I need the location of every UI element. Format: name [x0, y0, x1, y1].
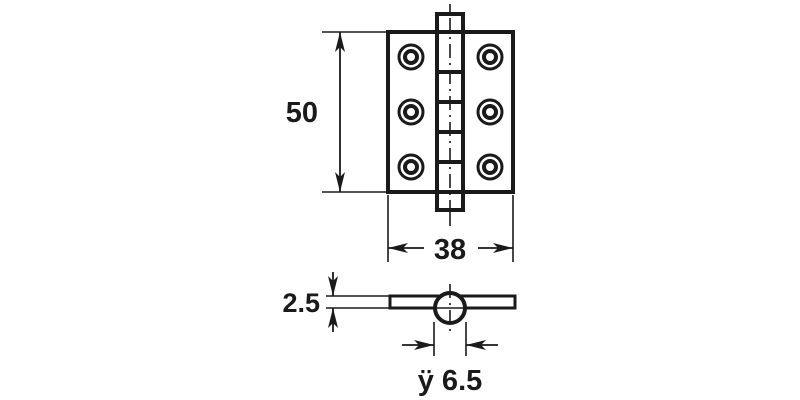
dimension-height: 50: [286, 31, 388, 193]
height-dimension-label: 50: [286, 97, 318, 129]
thickness-arrow-up: [328, 308, 338, 328]
width-label-backdrop: [424, 231, 478, 265]
width-arrow-left: [388, 243, 408, 253]
knuckle-diameter-label: ÿ 6.5: [418, 365, 483, 397]
height-arrow-up: [335, 32, 345, 52]
dimension-width: 38: [387, 195, 514, 266]
front-elevation-view: [386, 4, 515, 232]
dimension-thickness: 2.5: [282, 272, 400, 332]
screw-hole: [476, 43, 504, 71]
thickness-dimension-label: 2.5: [282, 288, 320, 318]
knuckle-column: [435, 12, 465, 212]
diameter-arrow-left: [414, 340, 434, 350]
diameter-arrow-right: [466, 340, 486, 350]
screw-hole: [397, 43, 425, 71]
height-arrow-down: [335, 172, 345, 192]
thickness-arrow-down: [328, 276, 338, 296]
width-dimension-label: 38: [434, 234, 466, 266]
side-section-view: [388, 284, 517, 332]
screw-hole: [476, 98, 504, 126]
width-arrow-right: [493, 243, 513, 253]
screw-hole: [476, 153, 504, 181]
screw-hole: [397, 153, 425, 181]
screw-hole: [397, 98, 425, 126]
screw-hole-group: [397, 43, 504, 181]
dimension-knuckle-diameter: ÿ 6.5: [402, 322, 498, 397]
